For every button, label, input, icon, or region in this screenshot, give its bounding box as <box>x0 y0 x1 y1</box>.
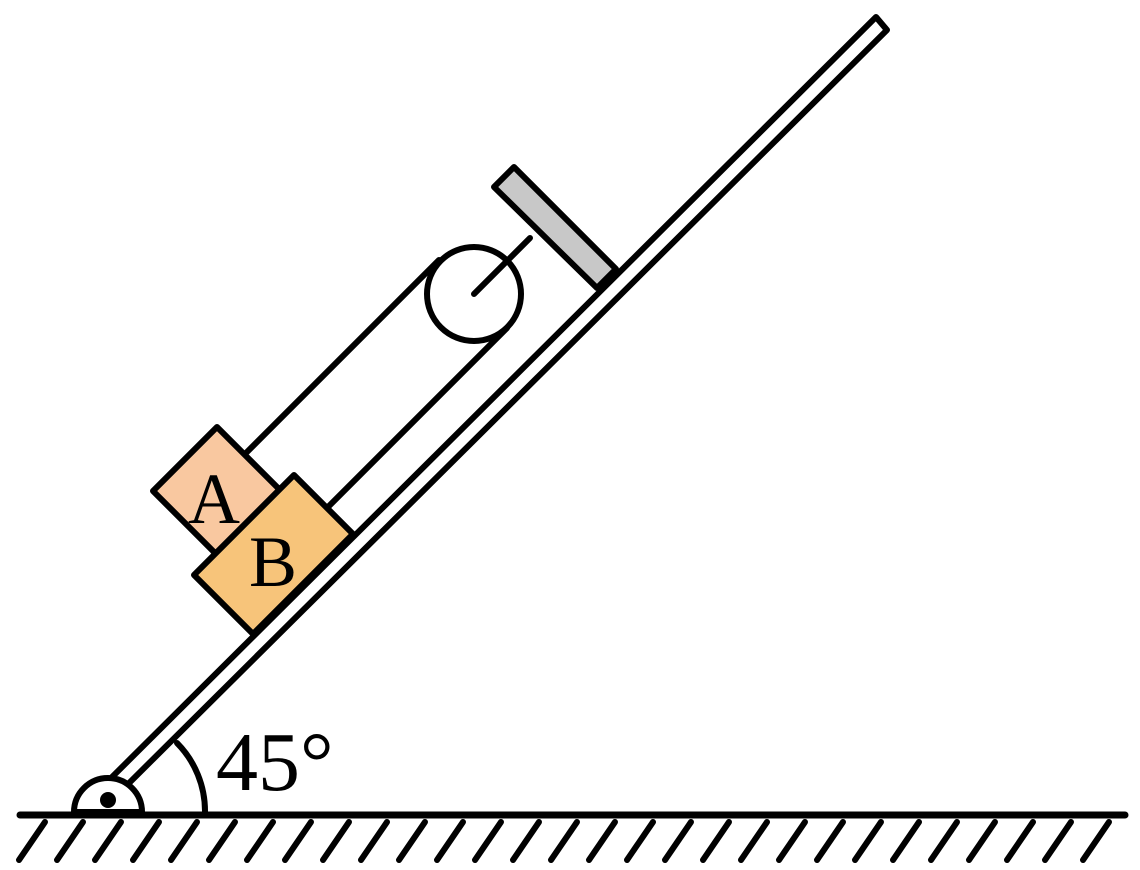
hatch-mark <box>320 819 352 863</box>
hatch-mark <box>852 819 884 863</box>
angle-arc <box>174 740 209 815</box>
hatch-mark <box>282 819 314 863</box>
angle-label: 45° <box>216 716 334 809</box>
hatch-mark <box>434 819 466 863</box>
hatch-mark <box>54 819 86 863</box>
pulley <box>424 244 524 344</box>
hinge <box>71 775 145 815</box>
hatch-mark <box>206 819 238 863</box>
hinge-pin <box>100 792 116 808</box>
hatch-mark <box>16 819 48 863</box>
hatch-mark <box>1004 819 1036 863</box>
hatch-mark <box>396 819 428 863</box>
hatch-mark <box>624 819 656 863</box>
string-to-block-a <box>244 257 442 455</box>
string-to-block-b <box>324 325 510 511</box>
hatch-mark <box>662 819 694 863</box>
block-b-label: B <box>249 522 297 602</box>
hatch-mark <box>890 819 922 863</box>
hatch-mark <box>966 819 998 863</box>
pulley-support-rod <box>504 235 533 264</box>
hatch-mark <box>548 819 580 863</box>
hatch-mark <box>92 819 124 863</box>
hatch-mark <box>814 819 846 863</box>
hatch-mark <box>928 819 960 863</box>
hatch-mark <box>738 819 770 863</box>
hatch-mark <box>130 819 162 863</box>
hatch-mark <box>510 819 542 863</box>
hatch-mark <box>586 819 618 863</box>
hatch-mark <box>244 819 276 863</box>
hatch-mark <box>472 819 504 863</box>
ground-hatching <box>16 819 1112 863</box>
hatch-mark <box>358 819 390 863</box>
inclined-board <box>97 14 890 803</box>
hatch-mark <box>776 819 808 863</box>
block-a-label: A <box>188 459 240 539</box>
hatch-mark <box>168 819 200 863</box>
pulley-axle-line <box>471 257 511 297</box>
hatch-mark <box>700 819 732 863</box>
hatch-mark <box>1042 819 1074 863</box>
stop-plate <box>491 164 619 291</box>
hatch-mark <box>1080 819 1112 863</box>
